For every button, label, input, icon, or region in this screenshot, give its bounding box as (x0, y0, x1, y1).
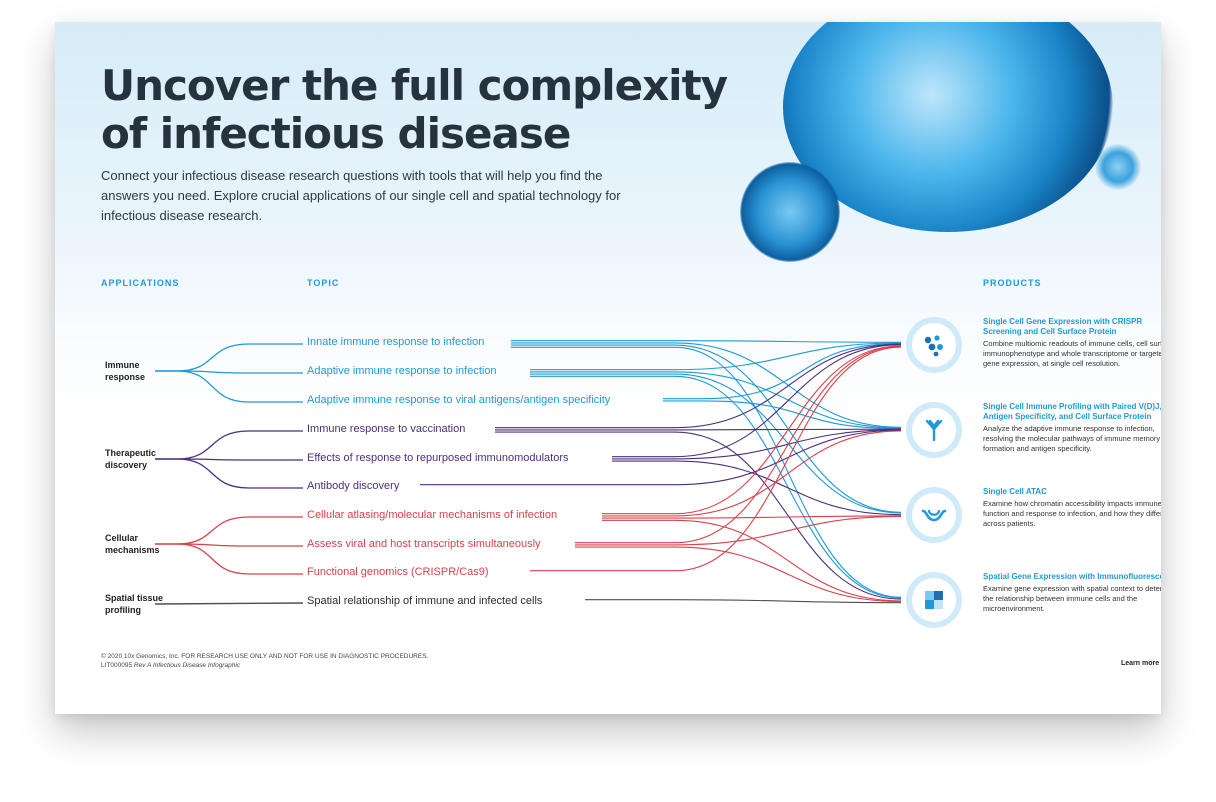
app-topic-link (155, 543, 303, 575)
app-topic-link (155, 516, 303, 545)
learn-more-link[interactable]: Learn more (1121, 660, 1160, 667)
topic-product-link (575, 546, 902, 603)
topic-product-link (511, 340, 902, 343)
topic-product-link (612, 344, 902, 458)
product-entry[interactable]: Single Cell Immune Profiling with Paired… (983, 402, 1161, 454)
topic-product-link (585, 599, 902, 604)
product-icon-gene-expression[interactable] (906, 317, 962, 373)
topic-product-link (495, 343, 902, 429)
topic-heading: TOPIC (307, 278, 340, 288)
topic-label[interactable]: Antibody discovery (307, 480, 400, 492)
topic-product-link (602, 430, 902, 517)
intro-text: Connect your infectious disease research… (101, 168, 621, 223)
topic-product-link (530, 346, 902, 572)
topic-label[interactable]: Innate immune response to infection (307, 336, 485, 348)
app-topic-link (155, 430, 303, 460)
product-entry[interactable]: Single Cell Gene Expression with CRISPR … (983, 317, 1161, 369)
chromatin-icon (921, 509, 947, 522)
topic-product-link (602, 519, 902, 602)
topic-product-link (511, 342, 902, 428)
topic-product-link (495, 431, 902, 600)
topic-product-link (575, 515, 902, 546)
applications-heading: APPLICATIONS (101, 278, 180, 288)
product-title[interactable]: Spatial Gene Expression with Immunofluor… (983, 572, 1161, 581)
topic-label[interactable]: Cellular atlasing/molecular mechanisms o… (307, 509, 558, 521)
product-description: Examine how chromatin accessibility impa… (983, 499, 1161, 528)
topic-label[interactable]: Adaptive immune response to viral antige… (307, 394, 611, 406)
antibody-icon (925, 419, 943, 442)
topic-product-link (602, 515, 902, 519)
topic-product-link (511, 346, 902, 598)
topic-product-link (575, 345, 902, 544)
products-heading: PRODUCTS (983, 278, 1042, 288)
topic-product-link (511, 344, 902, 513)
product-description: Examine gene expression with spatial con… (983, 584, 1161, 613)
app-topic-link (155, 343, 303, 372)
product-title[interactable]: Single Cell ATAC (983, 487, 1047, 496)
topic-product-link (612, 460, 902, 516)
topic-product-link (530, 373, 902, 514)
topic-product-link (663, 400, 902, 430)
topic-product-link (530, 371, 902, 429)
topic-label[interactable]: Effects of response to repurposed immuno… (307, 452, 569, 464)
topic-label[interactable]: Spatial relationship of immune and infec… (307, 595, 543, 607)
document-name: Rev A Infectious Disease Infographic (133, 662, 241, 669)
topic-product-link (420, 429, 902, 486)
virus-tiny-image (1095, 144, 1141, 190)
topic-product-link (530, 375, 902, 599)
topic-label[interactable]: Immune response to vaccination (307, 423, 466, 435)
topic-product-link (663, 342, 902, 400)
topic-product-link (602, 345, 902, 515)
app-topic-link (155, 458, 303, 489)
topic-product-link (495, 428, 902, 431)
topic-label[interactable]: Adaptive immune response to infection (307, 365, 497, 377)
product-entry[interactable]: Single Cell ATAC Examine how chromatin ac… (983, 487, 1161, 529)
product-icon-immune-profiling[interactable] (906, 402, 962, 458)
cells-dots-icon (924, 335, 943, 357)
topic-label[interactable]: Assess viral and host transcripts simult… (307, 538, 541, 550)
product-title[interactable]: Single Cell Immune Profiling with Paired… (983, 402, 1161, 421)
product-icon-spatial[interactable] (906, 572, 962, 628)
document-code: LIT000095 (101, 662, 133, 669)
connection-network (154, 340, 902, 605)
topic-product-link (530, 342, 902, 371)
copyright-text: © 2020 10x Genomics, Inc. FOR RESEARCH U… (101, 653, 429, 660)
product-description: Analyze the adaptive immune response to … (983, 424, 1161, 453)
topic-label[interactable]: Functional genomics (CRISPR/Cas9) (307, 566, 489, 578)
product-description: Combine multiomic readouts of immune cel… (983, 339, 1161, 368)
app-topic-link (154, 602, 304, 605)
app-topic-link (155, 370, 303, 403)
tissue-square-icon (925, 591, 943, 609)
virus-small-image (740, 162, 840, 262)
product-title[interactable]: Single Cell Gene Expression with CRISPR … (983, 317, 1143, 336)
footer: © 2020 10x Genomics, Inc. FOR RESEARCH U… (101, 652, 428, 670)
topic-product-link (612, 429, 902, 460)
product-entry[interactable]: Spatial Gene Expression with Immunofluor… (983, 572, 1161, 614)
product-icon-atac[interactable] (906, 487, 962, 543)
